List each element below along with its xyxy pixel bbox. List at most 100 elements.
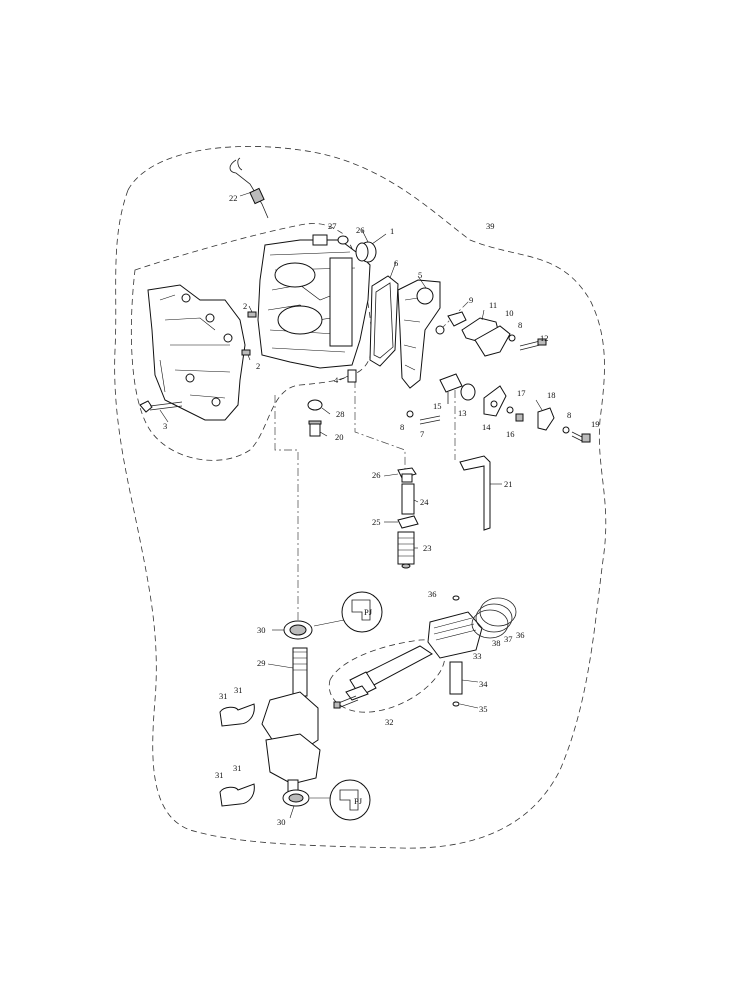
cylinder-block-part-1 bbox=[257, 234, 371, 369]
thermostat-part-15 bbox=[439, 373, 463, 404]
callout-31-b-outer: 31 bbox=[215, 770, 224, 780]
clip-part-35 bbox=[452, 701, 460, 707]
connecting-rod-part-32 bbox=[333, 645, 433, 709]
seal-part-13 bbox=[460, 383, 476, 401]
bolt-part-19 bbox=[571, 431, 591, 443]
washer-part-8-left bbox=[406, 410, 414, 418]
bolt-part-3 bbox=[139, 400, 183, 413]
callout-37: 37 bbox=[504, 634, 513, 644]
seal-inset-top: PJ bbox=[313, 591, 383, 633]
cover-part-10 bbox=[474, 325, 511, 357]
washer-part-9 bbox=[435, 311, 467, 335]
callout-35: 35 bbox=[479, 704, 488, 714]
dowel-pin-lower bbox=[241, 349, 251, 356]
callout-32: 32 bbox=[385, 717, 394, 727]
dowel-pin-upper bbox=[247, 311, 257, 318]
callout-18: 18 bbox=[547, 390, 556, 400]
clip-part-36-top bbox=[452, 595, 460, 601]
callout-2-upper: 2 bbox=[243, 301, 247, 311]
callout-24: 24 bbox=[420, 497, 429, 507]
washer-part-8-right bbox=[562, 426, 570, 434]
assembly-boundary-39 bbox=[114, 146, 607, 849]
callout-36-ring: 36 bbox=[516, 630, 525, 640]
leader-lines bbox=[159, 191, 543, 819]
callout-21: 21 bbox=[504, 479, 513, 489]
dipstick-part-22 bbox=[229, 157, 269, 219]
cover-part-14 bbox=[483, 385, 507, 417]
callout-36-top: 36 bbox=[428, 589, 437, 599]
callout-28: 28 bbox=[336, 409, 345, 419]
oil-seal-part-30-bottom bbox=[282, 789, 310, 807]
oil-seal-part-30-top bbox=[283, 620, 313, 640]
callout-9: 9 bbox=[469, 295, 473, 305]
piston-part-33 bbox=[427, 611, 483, 659]
plug-part-26-top bbox=[355, 241, 377, 263]
piston-pin-part-34 bbox=[449, 661, 463, 695]
callout-16: 16 bbox=[506, 429, 515, 439]
inset-label-bottom: PJ bbox=[354, 796, 363, 806]
cover-part-5 bbox=[397, 279, 441, 389]
rod-bolt bbox=[333, 695, 359, 709]
bolt-part-7 bbox=[419, 415, 441, 425]
seal-inset-bottom: PJ bbox=[310, 779, 371, 821]
callout-20: 20 bbox=[335, 432, 344, 442]
callout-3: 3 bbox=[163, 421, 167, 431]
strainer-part-23 bbox=[397, 531, 415, 569]
alignment-line-b bbox=[354, 380, 406, 470]
callout-12: 12 bbox=[540, 333, 549, 343]
sleeve-part-4 bbox=[347, 369, 357, 383]
connecting-rod-boundary bbox=[328, 639, 446, 713]
callout-11: 11 bbox=[489, 300, 497, 310]
callout-19: 19 bbox=[591, 419, 600, 429]
clamp-part-25 bbox=[397, 515, 419, 529]
callout-38: 38 bbox=[492, 638, 501, 648]
callout-34: 34 bbox=[479, 679, 488, 689]
callout-8-right: 8 bbox=[567, 410, 571, 420]
bearing-half-31-a bbox=[219, 703, 255, 727]
callout-13: 13 bbox=[458, 408, 467, 418]
callout-25: 25 bbox=[372, 517, 381, 527]
callout-31-b-inner: 31 bbox=[233, 763, 242, 773]
bolt-part-16 bbox=[515, 413, 524, 422]
callout-26-lower: 26 bbox=[372, 470, 381, 480]
fitting-part-18 bbox=[537, 407, 555, 431]
callout-15: 15 bbox=[433, 401, 442, 411]
crankshaft-part-29 bbox=[261, 647, 321, 801]
callout-10: 10 bbox=[505, 308, 514, 318]
callout-14: 14 bbox=[482, 422, 491, 432]
hose-part-24 bbox=[401, 483, 415, 515]
fitting-part-20 bbox=[308, 420, 322, 437]
callout-8-left: 8 bbox=[400, 422, 404, 432]
alignment-line-a bbox=[274, 395, 299, 620]
callout-31-a-outer: 31 bbox=[219, 691, 228, 701]
piston-rings-part-36-37-38 bbox=[471, 597, 517, 639]
clamp-part-26-lower bbox=[397, 467, 417, 483]
callout-5: 5 bbox=[418, 270, 422, 280]
washer-part-8-upper bbox=[508, 334, 516, 342]
callout-27: 27 bbox=[328, 221, 337, 231]
callout-33: 33 bbox=[473, 651, 482, 661]
callout-30-top: 30 bbox=[257, 625, 266, 635]
callout-4: 4 bbox=[334, 375, 339, 385]
inset-label-top: PJ bbox=[364, 607, 373, 617]
bolt-part-12 bbox=[519, 338, 547, 351]
hex-key-part-21 bbox=[459, 455, 491, 531]
callout-23: 23 bbox=[423, 543, 432, 553]
cap-part-27 bbox=[337, 235, 349, 245]
callout-7: 7 bbox=[420, 429, 424, 439]
callout-17: 17 bbox=[517, 388, 526, 398]
callout-39: 39 bbox=[486, 221, 495, 231]
washer-part-17 bbox=[506, 406, 514, 414]
callout-1: 1 bbox=[390, 226, 394, 236]
callout-6: 6 bbox=[394, 258, 398, 268]
callout-2-lower: 2 bbox=[256, 361, 260, 371]
callout-26: 26 bbox=[356, 225, 365, 235]
callout-31-a-inner: 31 bbox=[234, 685, 243, 695]
callout-22: 22 bbox=[229, 193, 238, 203]
bearing-half-31-b bbox=[219, 783, 255, 807]
crankcase-left-half bbox=[147, 284, 246, 421]
oring-part-28 bbox=[307, 399, 323, 411]
callout-29: 29 bbox=[257, 658, 266, 668]
callout-8-upper: 8 bbox=[518, 320, 522, 330]
